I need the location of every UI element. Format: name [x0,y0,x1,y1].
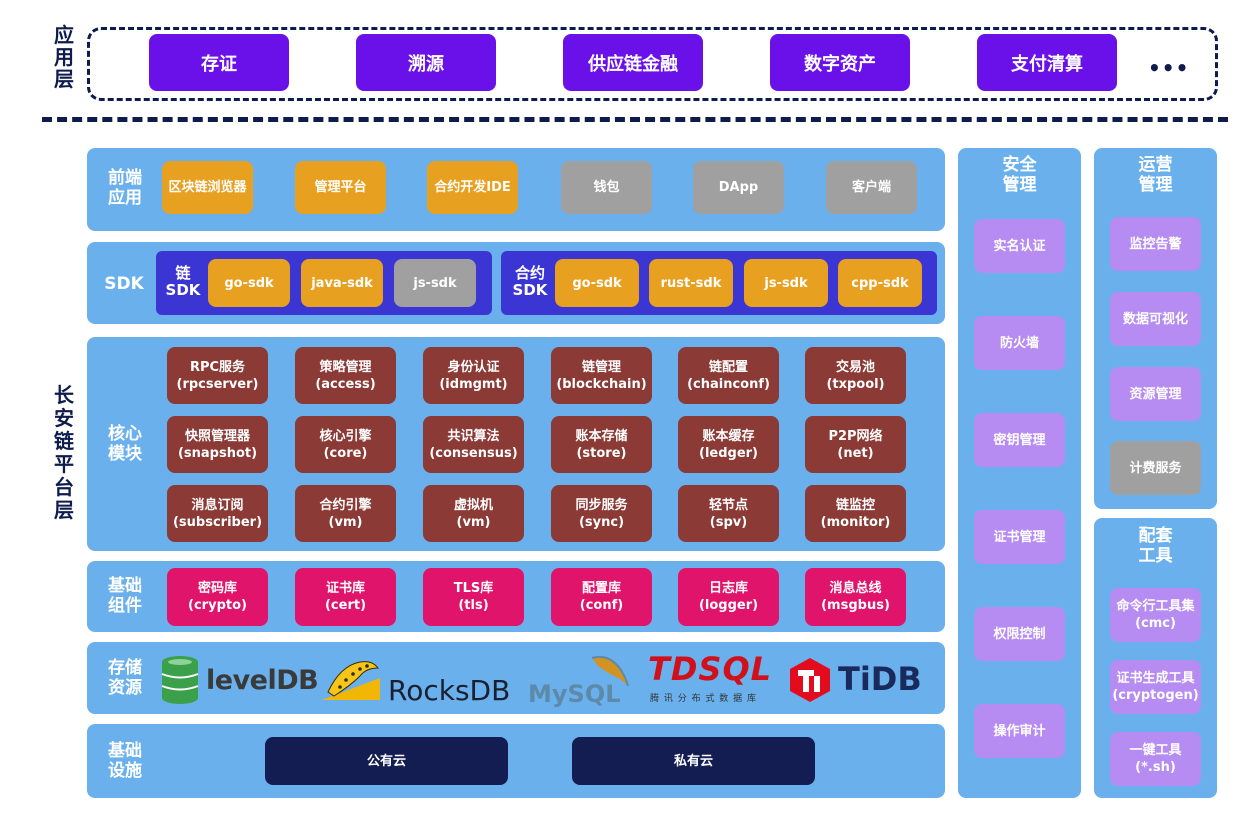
tool-item[interactable]: 证书生成工具 (cryptogen) [1110,660,1201,714]
tool-item[interactable]: 一键工具 (*.sh) [1110,732,1201,786]
core-module[interactable]: 消息订阅 (subscriber) [167,485,268,542]
core-module[interactable]: 账本存储 (store) [551,416,652,473]
base-component[interactable]: TLS库 (tls) [423,568,524,626]
security-item[interactable]: 证书管理 [974,510,1065,564]
ops-item[interactable]: 监控告警 [1110,217,1201,271]
core-module[interactable]: 账本缓存 (ledger) [678,416,779,473]
frontend-item[interactable]: DApp [693,161,784,214]
layer-separator [42,117,1228,122]
core-module[interactable]: 同步服务 (sync) [551,485,652,542]
frontend-item[interactable]: 合约开发IDE [427,161,518,214]
contract-sdk-item[interactable]: js-sdk [744,259,828,307]
contract-sdk-item[interactable]: cpp-sdk [838,259,922,307]
tidb-logo-text: TiDB [838,660,922,698]
frontend-item[interactable]: 区块链浏览器 [162,161,253,214]
base-component[interactable]: 密码库 (crypto) [167,568,268,626]
core-module[interactable]: 合约引擎 (vm) [295,485,396,542]
mysql-dolphin-icon [591,655,629,687]
storage-label: 存储 资源 [108,658,142,698]
contract-sdk-item[interactable]: rust-sdk [649,259,733,307]
rocksdb-logo-text: RocksDB [388,674,511,707]
frontend-item[interactable]: 钱包 [561,161,652,214]
security-title: 安全 管理 [1002,155,1037,195]
rocksdb-logo-icon [322,661,380,700]
tidb-logo-icon [790,658,830,702]
core-module[interactable]: 策略管理 (access) [295,347,396,404]
chain-sdk-item[interactable]: js-sdk [394,259,476,307]
infra-label: 基础 设施 [108,741,142,781]
ops-item[interactable]: 数据可视化 [1110,292,1201,346]
chain-sdk-item[interactable]: java-sdk [301,259,383,307]
leveldb-logo-text: levelDB [206,665,319,696]
more-indicator: ••• [1148,56,1190,80]
core-module[interactable]: 链配置 (chainconf) [678,347,779,404]
ops-item[interactable]: 资源管理 [1110,367,1201,421]
frontend-label: 前端 应用 [108,168,142,208]
core-module[interactable]: RPC服务 (rpcserver) [167,347,268,404]
platform-layer-label: 长 安 链 平 台 层 [54,383,74,522]
security-item[interactable]: 密钥管理 [974,413,1065,467]
tool-item[interactable]: 命令行工具集 (cmc) [1110,588,1201,642]
core-module[interactable]: 快照管理器 (snapshot) [167,416,268,473]
core-module[interactable]: 身份认证 (idmgmt) [423,347,524,404]
chain-sdk-item[interactable]: go-sdk [208,259,290,307]
core-module[interactable]: 共识算法 (consensus) [423,416,524,473]
ops-title: 运营 管理 [1138,155,1173,195]
core-module[interactable]: 交易池 (txpool) [805,347,906,404]
frontend-item[interactable]: 客户端 [826,161,917,214]
core-module[interactable]: 链管理 (blockchain) [551,347,652,404]
app-layer-frame [87,27,1218,101]
mysql-logo-text: MySQL [528,680,621,708]
app-item-payment[interactable]: 支付清算 [977,34,1117,91]
base-component[interactable]: 日志库 (logger) [678,568,779,626]
base-component[interactable]: 证书库 (cert) [295,568,396,626]
security-item[interactable]: 权限控制 [974,607,1065,661]
contract-sdk-label: 合约 SDK [512,264,548,299]
contract-sdk-item[interactable]: go-sdk [555,259,639,307]
base-component[interactable]: 消息总线 (msgbus) [805,568,906,626]
core-module[interactable]: 链监控 (monitor) [805,485,906,542]
tdsql-subtitle: 腾 讯 分 布 式 数 据 库 [650,694,758,704]
private-cloud-box[interactable]: 私有云 [572,737,815,785]
core-module[interactable]: P2P网络 (net) [805,416,906,473]
sdk-label: SDK [104,274,144,294]
leveldb-logo-icon [161,656,199,704]
security-item[interactable]: 实名认证 [974,219,1065,273]
app-item-suyuan[interactable]: 溯源 [356,34,496,91]
core-label: 核心 模块 [108,424,142,464]
public-cloud-box[interactable]: 公有云 [265,737,508,785]
frontend-item[interactable]: 管理平台 [295,161,386,214]
app-item-digital-asset[interactable]: 数字资产 [770,34,910,91]
infra-panel [87,724,945,798]
base-label: 基础 组件 [108,576,142,616]
core-module[interactable]: 核心引擎 (core) [295,416,396,473]
app-layer-label: 应 用 层 [54,23,74,91]
security-item[interactable]: 防火墙 [974,316,1065,370]
ops-item[interactable]: 计费服务 [1110,441,1201,495]
app-item-cunzheng[interactable]: 存证 [149,34,289,91]
tdsql-logo-text: TDSQL [648,650,773,688]
core-module[interactable]: 虚拟机 (vm) [423,485,524,542]
tools-title: 配套 工具 [1138,526,1173,566]
core-module[interactable]: 轻节点 (spv) [678,485,779,542]
security-item[interactable]: 操作审计 [974,704,1065,758]
base-component[interactable]: 配置库 (conf) [551,568,652,626]
app-item-supply-finance[interactable]: 供应链金融 [563,34,703,91]
chain-sdk-label: 链 SDK [165,264,201,299]
